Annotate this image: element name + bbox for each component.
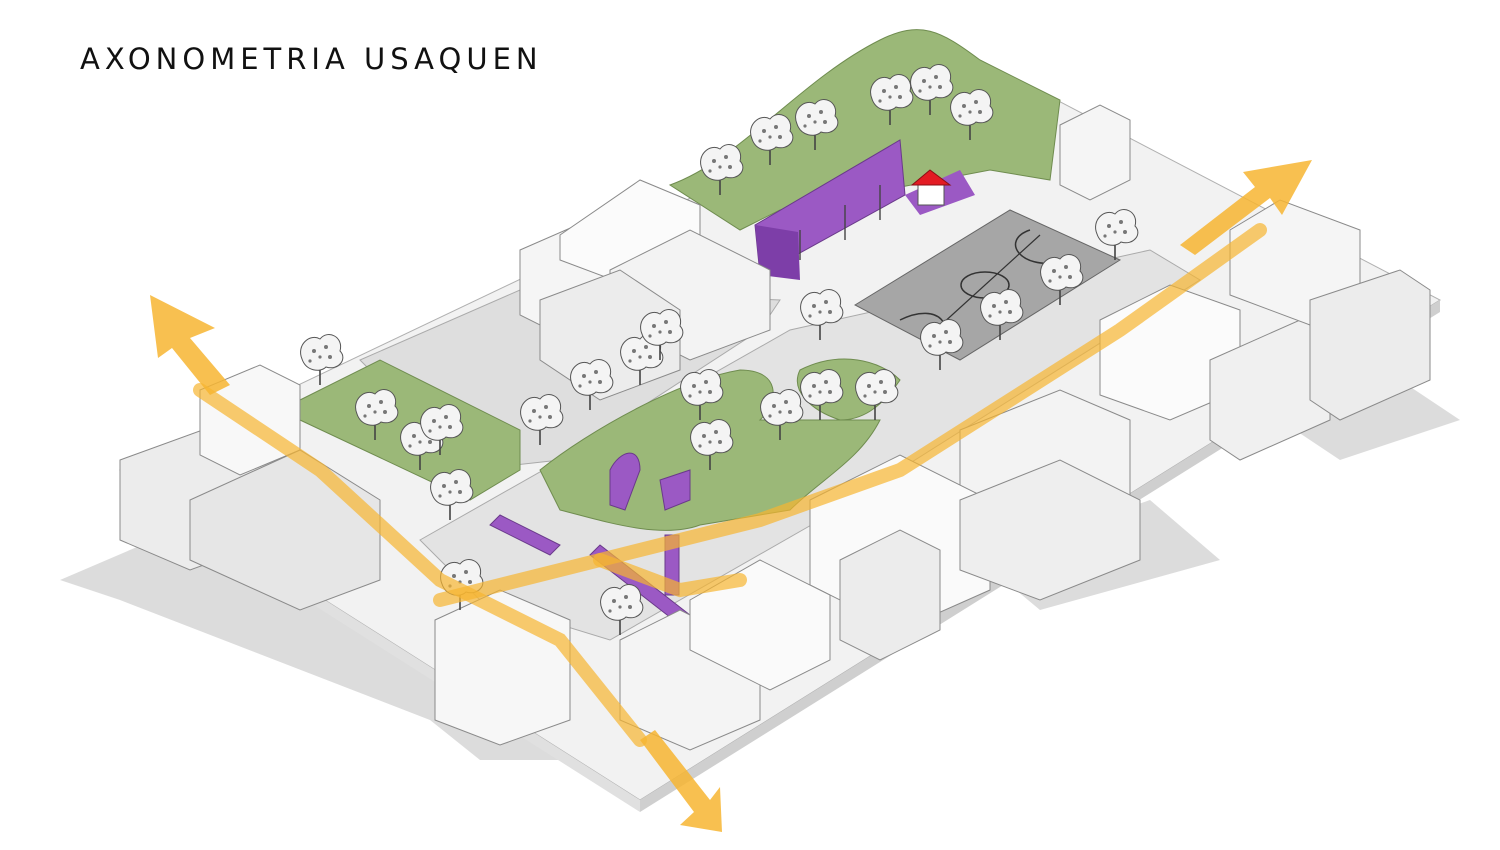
- page-title: AXONOMETRIA USAQUEN: [80, 42, 543, 76]
- kiosk-icon: [910, 169, 952, 206]
- flow-bands: [193, 223, 1267, 747]
- buildings: [119, 104, 1431, 751]
- flow-arrow-icon: [150, 160, 1312, 832]
